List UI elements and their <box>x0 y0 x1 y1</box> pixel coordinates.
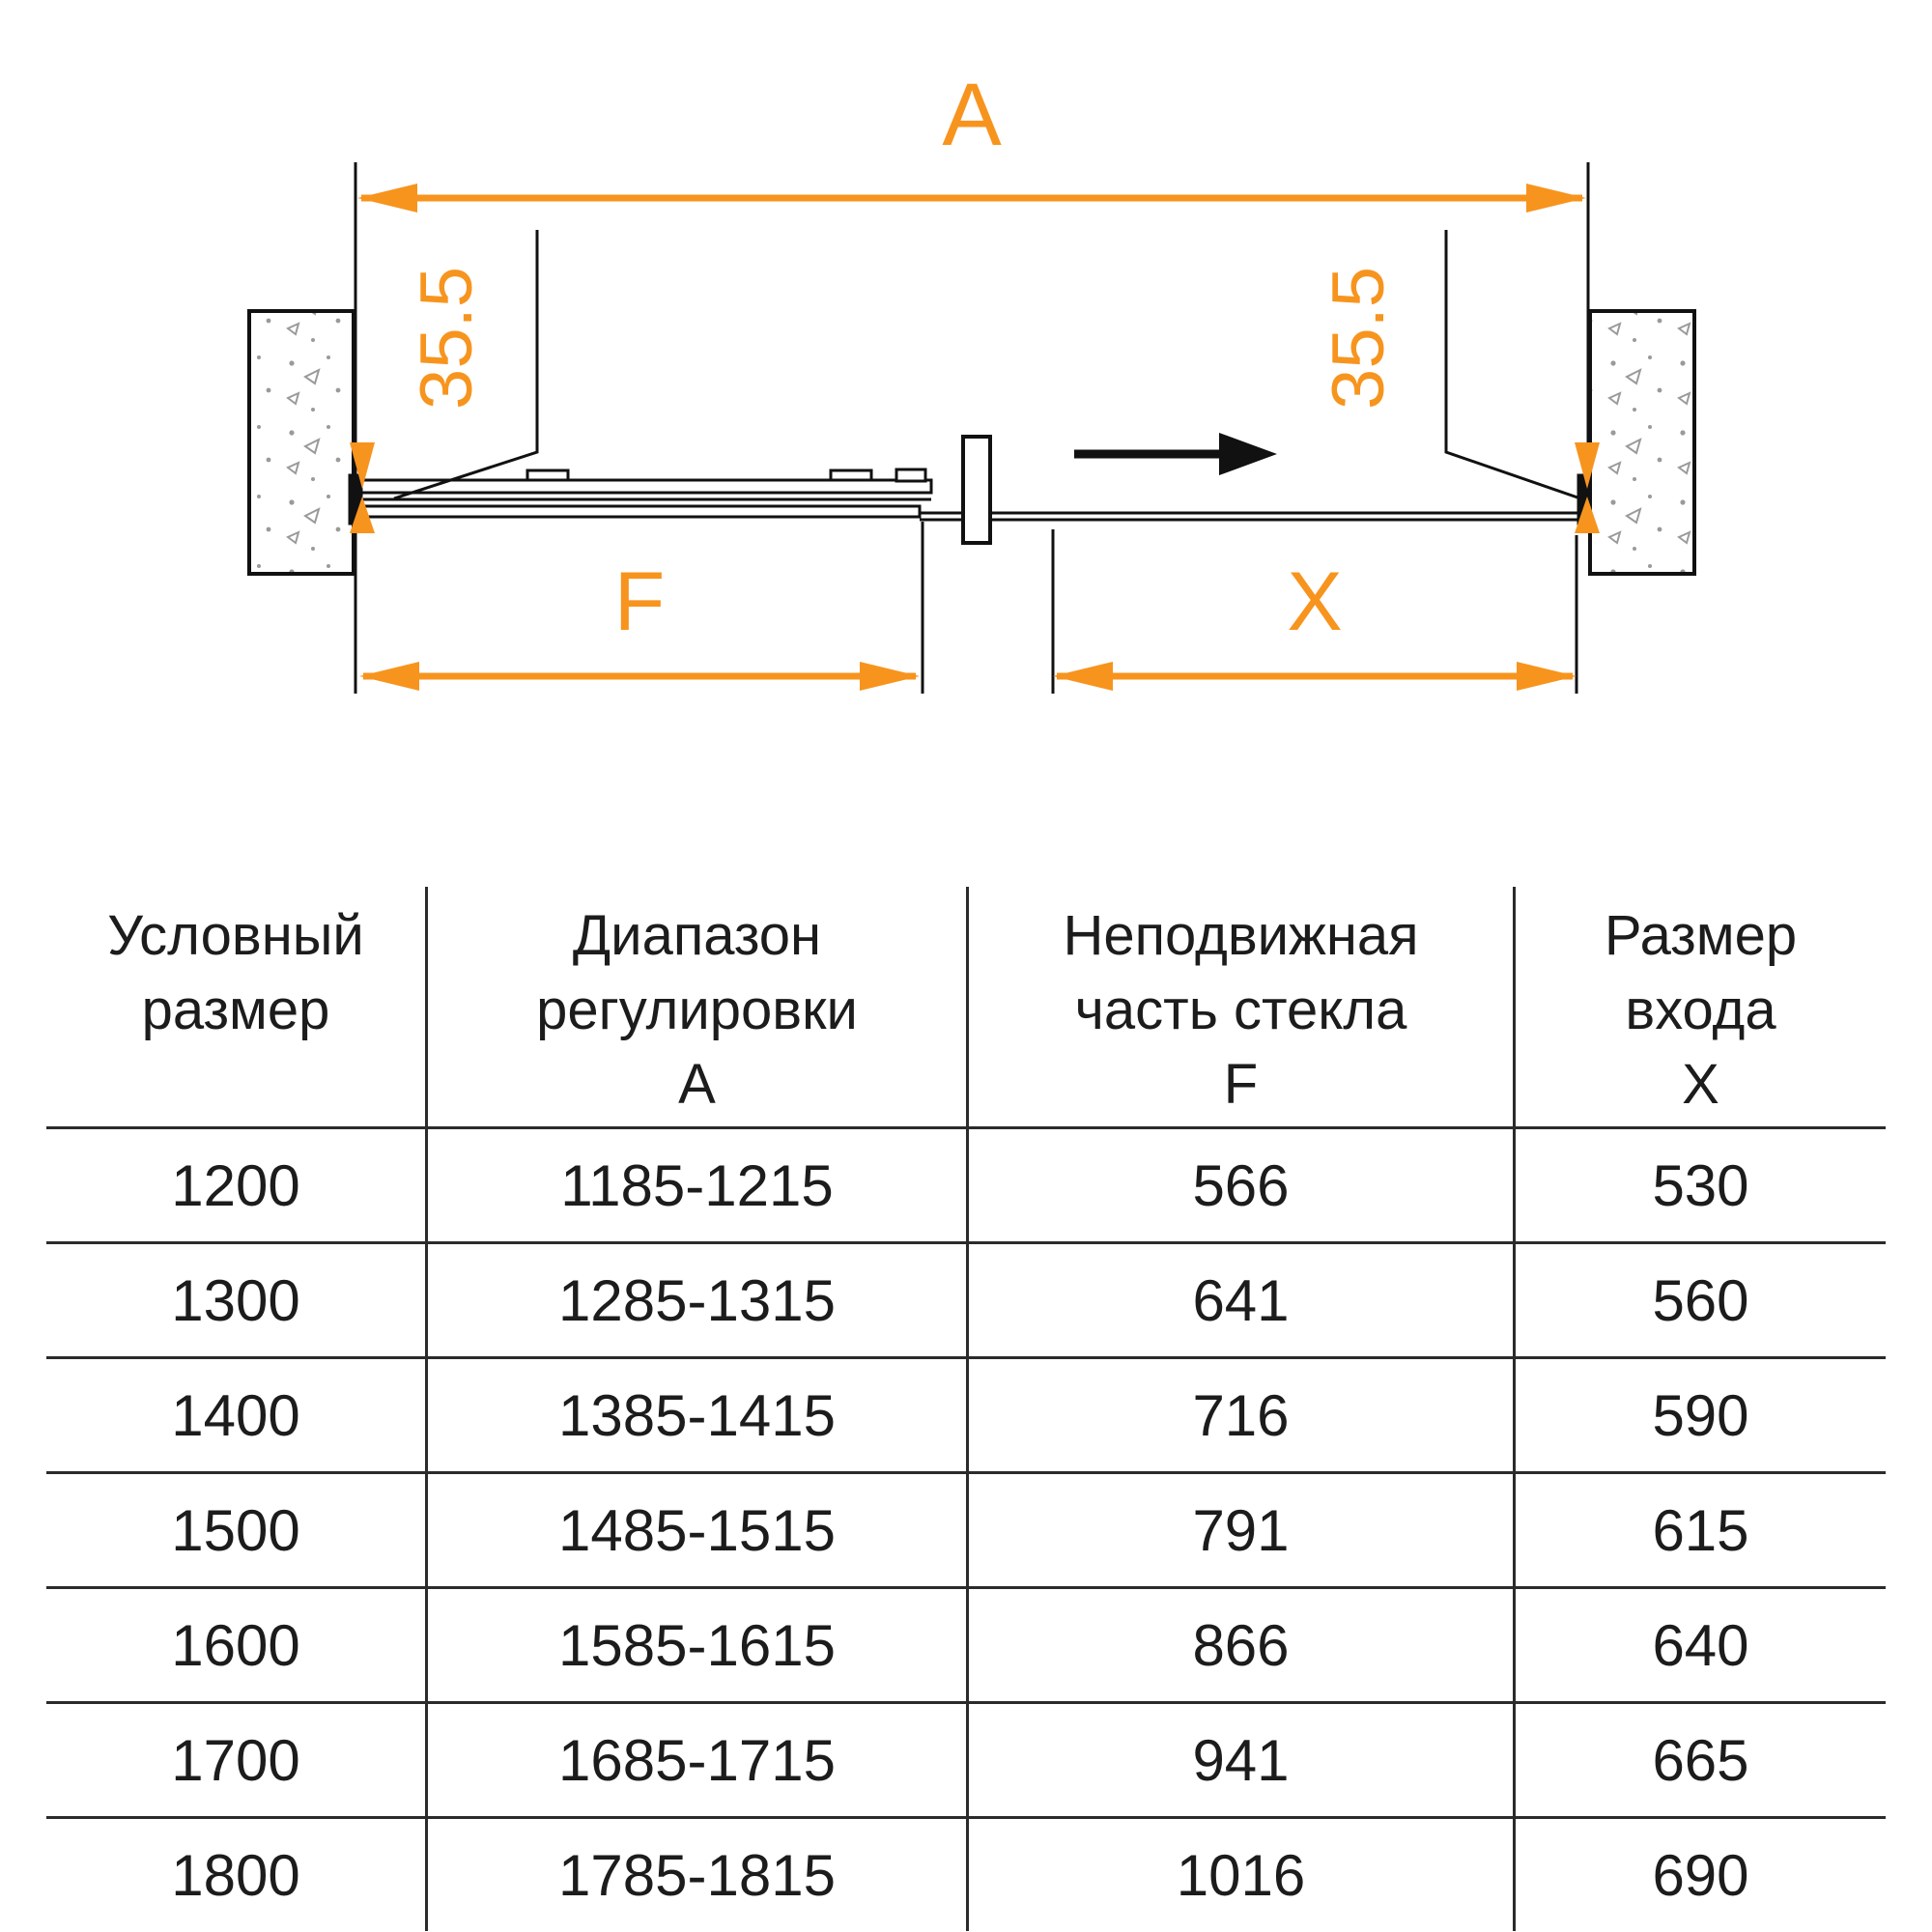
table-cell: 1400 <box>171 1382 300 1448</box>
table-cell: 690 <box>1513 1819 1886 1931</box>
installation-diagram: A 35.5 35.5 F X <box>247 66 1696 694</box>
table-cell: 615 <box>1513 1474 1886 1586</box>
table-cell: 590 <box>1513 1359 1886 1471</box>
table-cell: 1185-1215 <box>425 1129 966 1241</box>
column-header-line: регулировки <box>536 979 858 1041</box>
dimension-a <box>357 184 1586 213</box>
table-cell: 941 <box>966 1704 1513 1816</box>
column-header-line: Условный <box>107 904 364 967</box>
table-cell: 1385-1415 <box>425 1359 966 1471</box>
slide-direction-arrow <box>1074 433 1277 475</box>
column-header-line: размер <box>141 979 330 1041</box>
table-cell: 791 <box>966 1474 1513 1586</box>
table-cell: 866 <box>966 1589 1513 1701</box>
table-cell: 1200 <box>171 1152 300 1218</box>
column-header-line: А <box>678 1053 716 1116</box>
dimension-a-label: A <box>942 66 1002 164</box>
table-cell: 1485-1515 <box>425 1474 966 1586</box>
table-cell: 1300 <box>171 1267 300 1333</box>
extension-lines <box>354 162 1590 694</box>
table-cell: 1685-1715 <box>425 1704 966 1816</box>
dimension-f-label: F <box>614 555 666 648</box>
table-cell: 716 <box>966 1359 1513 1471</box>
adjustment-marker-right <box>1575 442 1600 533</box>
table-cell: 530 <box>1513 1129 1886 1241</box>
column-header-line: X <box>1682 1053 1719 1116</box>
column-header-line: Неподвижная <box>1063 904 1419 967</box>
column-header-line: Размер <box>1604 904 1798 967</box>
table-cell: 1585-1615 <box>425 1589 966 1701</box>
table-cell: 640 <box>1513 1589 1886 1701</box>
adjustment-marker-left <box>350 442 375 533</box>
table-cell: 641 <box>966 1244 1513 1356</box>
table-cell: 1800 <box>171 1842 300 1908</box>
dimension-x-label: X <box>1287 555 1342 648</box>
column-header-line: Диапазон <box>572 904 822 967</box>
offset-leader-lines <box>393 230 1581 500</box>
table-cell: 1016 <box>966 1819 1513 1931</box>
table-cell: 1785-1815 <box>425 1819 966 1931</box>
table-cell: 566 <box>966 1129 1513 1241</box>
left-wall <box>247 309 355 576</box>
offset-right-label: 35.5 <box>1318 267 1400 410</box>
table-cell: 1600 <box>171 1612 300 1678</box>
offset-left-label: 35.5 <box>406 267 488 410</box>
table-cell: 665 <box>1513 1704 1886 1816</box>
dimension-x <box>1053 662 1577 691</box>
right-wall <box>1588 309 1696 576</box>
column-header-line: F <box>1223 1053 1259 1116</box>
door-assembly <box>348 435 1592 545</box>
column-header-line: входа <box>1625 979 1776 1041</box>
table-cell: 1700 <box>171 1727 300 1793</box>
dimension-f <box>359 662 920 691</box>
door-handle <box>961 435 992 545</box>
column-header-0: Условный размер <box>46 887 425 1126</box>
table-cell: 1285-1315 <box>425 1244 966 1356</box>
table-cell: 560 <box>1513 1244 1886 1356</box>
table-cell: 1500 <box>171 1497 300 1563</box>
column-header-line: часть стекла <box>1074 979 1407 1041</box>
